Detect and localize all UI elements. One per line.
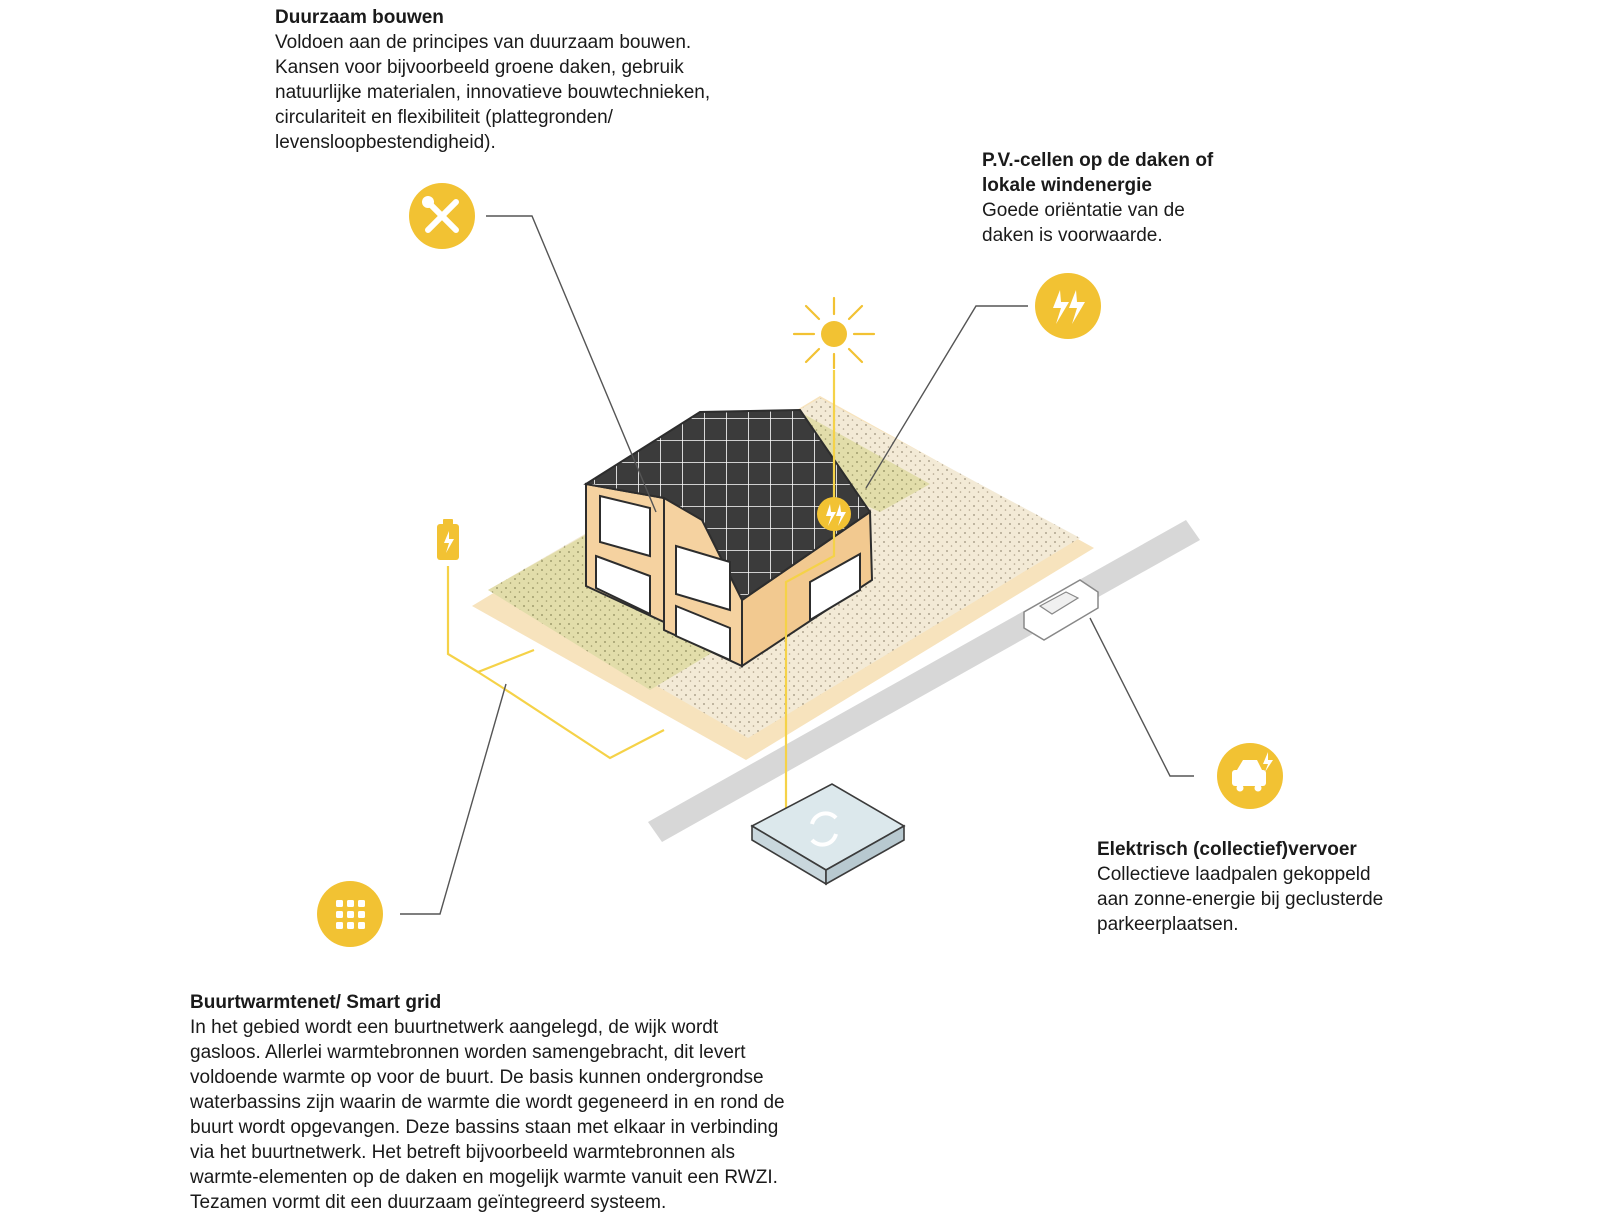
callout-text: In het gebied wordt een buurtnetwerk aan… (190, 1017, 785, 1213)
green-garden-back (790, 412, 930, 512)
battery-icon (437, 519, 459, 560)
grid-icon (317, 881, 383, 947)
callout-title: P.V.-cellen op de daken of lokale winden… (982, 150, 1214, 196)
leader-lines (400, 215, 1194, 915)
solar-roof (583, 408, 872, 602)
callout-text: Collectieve laadpalen gekoppeld aan zonn… (1097, 864, 1384, 935)
energy-lines (446, 370, 836, 812)
callout-text: Goede oriëntatie van de daken is voorwaa… (982, 200, 1185, 246)
callout-title: Duurzaam bouwen (275, 7, 444, 28)
tools-icon (409, 183, 475, 249)
electric-car-icon (1217, 743, 1283, 809)
house (583, 408, 874, 668)
water-basin (750, 783, 906, 886)
callout-title: Buurtwarmtenet/ Smart grid (190, 992, 442, 1013)
sun-icon (792, 296, 876, 370)
car (1023, 579, 1099, 641)
recycle-icon (810, 811, 838, 847)
callout-elektrisch-vervoer: Elektrisch (collectief)vervoer Collectie… (1097, 837, 1417, 937)
callout-buurtwarmtenet: Buurtwarmtenet/ Smart grid In het gebied… (190, 990, 830, 1215)
roof-lightning-icon (817, 497, 851, 531)
callout-text: Voldoen aan de principes van duurzaam bo… (275, 32, 711, 153)
lightning-icon (1035, 273, 1101, 339)
callout-title: Elektrisch (collectief)vervoer (1097, 839, 1357, 860)
callout-pv-cellen: P.V.-cellen op de daken of lokale winden… (982, 148, 1252, 248)
callout-duurzaam-bouwen: Duurzaam bouwen Voldoen aan de principes… (275, 5, 735, 155)
